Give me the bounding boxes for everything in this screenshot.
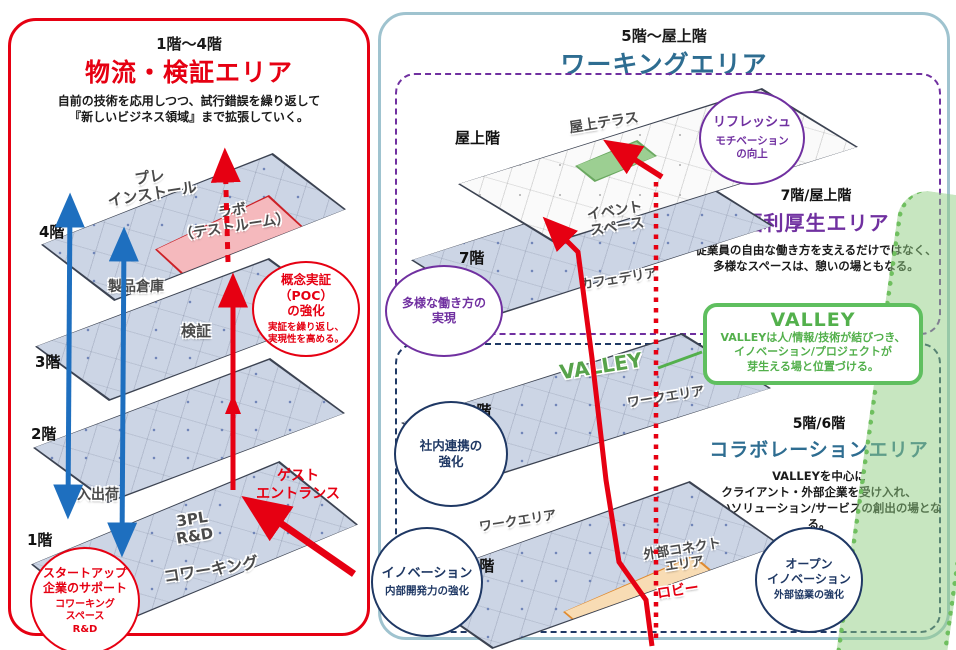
- innovation-circle-title: イノベーション: [381, 565, 473, 581]
- open-circle-title: オープン イノベーション: [767, 557, 851, 587]
- internal-cooperation-circle: 社内連携の 強化: [394, 401, 508, 507]
- diverse-workstyle-circle: 多様な働き方の 実現: [385, 265, 503, 357]
- innovation-circle-sub: 内部開発力の強化: [385, 585, 469, 598]
- left-area-title: 物流・検証エリア: [84, 58, 293, 87]
- floor-label-1f: 1階: [27, 531, 53, 549]
- startup-circle-title: スタートアップ 企業のサポート: [42, 565, 127, 595]
- open-innovation-circle: オープン イノベーション 外部協業の強化: [755, 527, 863, 633]
- roof-terrace-zone: [575, 140, 657, 182]
- guest-entrance-label: ゲスト エントランス: [256, 468, 340, 503]
- refresh-circle-title: リフレッシュ: [712, 115, 791, 131]
- zone-label-verification: 検証: [180, 322, 211, 340]
- startup-annotation-circle: スタートアップ 企業のサポート コワーキング スペース R&D: [30, 547, 140, 650]
- open-circle-sub: 外部協業の強化: [774, 590, 844, 602]
- zone-label-warehouse: 製品倉庫: [108, 279, 164, 295]
- left-floor-range: 1階〜4階: [156, 35, 222, 53]
- valley-box-description: VALLEYは人/情報/技術が結びつき、 イノベーション/プロジェクトが 芽生え…: [720, 331, 906, 373]
- roof-terrace-fill: [577, 142, 655, 180]
- floor-label-4f: 4階: [39, 223, 65, 241]
- innovation-circle: イノベーション 内部開発力の強化: [371, 527, 483, 637]
- poc-circle-sub: 実証を繰り返し、 実現性を高める。: [267, 322, 344, 345]
- logistics-area-panel: 1階〜4階 物流・検証エリア 自前の技術を応用しつつ、試行錯誤を繰り返して 『新…: [8, 18, 370, 650]
- internal-circle-text: 社内連携の 強化: [419, 438, 483, 469]
- welfare-description: 従業員の自由な働き方を支えるだけではなく、 多様なスペースは、憩いの場ともなる。: [695, 243, 937, 274]
- poc-circle-title: 概念実証 （POC） の強化: [279, 272, 333, 319]
- left-area-description: 自前の技術を応用しつつ、試行錯誤を繰り返して 『新しいビジネス領域』まで拡張して…: [57, 94, 321, 125]
- floor-label-roof: 屋上階: [455, 129, 501, 147]
- floor-label-3f: 3階: [35, 353, 61, 371]
- welfare-section-text: 7階/屋上階 福利厚生エリア 従業員の自由な働き方を支えるだけではなく、 多様な…: [691, 185, 941, 274]
- collab-floors: 5階/6階: [792, 416, 846, 432]
- welfare-floors: 7階/屋上階: [780, 188, 852, 204]
- valley-box-title: VALLEY: [770, 309, 856, 331]
- startup-circle-sub: コワーキング スペース R&D: [55, 598, 115, 635]
- diverse-circle-text: 多様な働き方の 実現: [401, 296, 486, 325]
- poc-annotation-circle: 概念実証 （POC） の強化 実証を繰り返し、 実現性を高める。: [252, 261, 360, 357]
- working-area-panel: 5階〜屋上階 ワーキングエリア 屋上階 7階 6階 5階: [371, 12, 956, 650]
- right-floor-range: 5階〜屋上階: [621, 27, 707, 45]
- zone-label-shipping: 入出荷: [77, 487, 119, 503]
- floor-label-7f: 7階: [459, 249, 485, 267]
- refresh-circle-sub: モチベーション の向上: [715, 134, 789, 160]
- floor-label-2f: 2階: [31, 425, 57, 443]
- refresh-annotation-circle: リフレッシュ モチベーション の向上: [699, 91, 805, 185]
- valley-callout-box: VALLEY VALLEYは人/情報/技術が結びつき、 イノベーション/プロジェ…: [703, 303, 923, 385]
